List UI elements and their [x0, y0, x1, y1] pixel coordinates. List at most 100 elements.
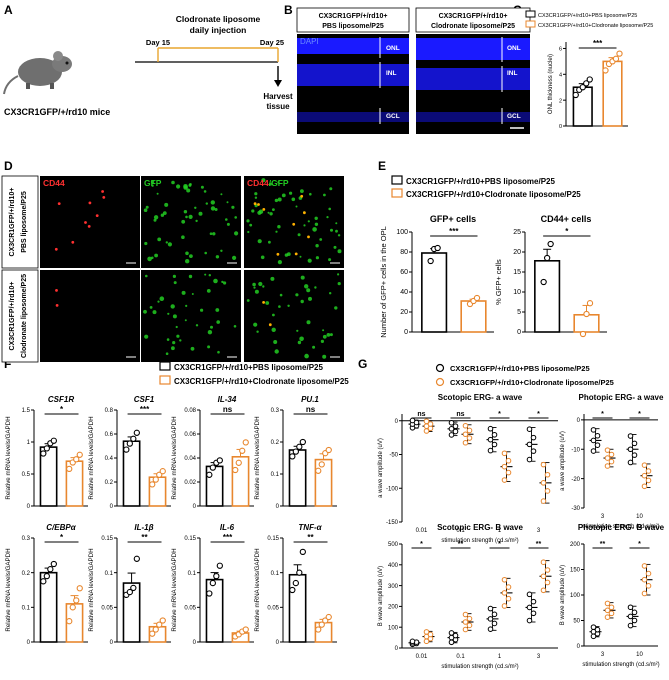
panel-letter-e: E [378, 159, 386, 173]
data-point [608, 451, 615, 458]
data-point [530, 598, 537, 605]
f-legend-clo: CX3CR1GFP/+/rd10+Clodronate liposome/P25 [174, 377, 349, 386]
y-tick-label: -10 [571, 447, 580, 453]
d-gfp-cell [246, 219, 250, 223]
d-gfp-cell [312, 227, 317, 232]
data-point [487, 425, 494, 432]
d-cd44-cell [87, 225, 91, 228]
data-point [216, 457, 223, 464]
y-tick-label: 0.1 [22, 606, 31, 612]
bar [460, 300, 487, 333]
data-point [466, 615, 473, 622]
d-gfp-cell [320, 339, 324, 343]
d-gfp-cell [328, 207, 332, 211]
d-gfp-cell [300, 299, 304, 304]
y-axis-label: a wave amplitude (uV) [560, 431, 566, 491]
x-tick-label: 0.01 [416, 654, 428, 660]
data-point [296, 569, 303, 576]
data-point [631, 609, 638, 616]
d-gfp-cell [195, 219, 198, 223]
bar [534, 259, 561, 333]
d-gfp-cell [207, 330, 213, 335]
d-gfp-cell [194, 206, 197, 209]
data-point [602, 67, 609, 74]
data-point [627, 433, 634, 439]
data-point [448, 432, 455, 438]
d-gfp-cell [166, 338, 170, 341]
data-point [608, 604, 615, 611]
d-gfp-cell [210, 325, 213, 329]
d-gfp-cell [300, 189, 304, 194]
e-legend-clo: CX3CR1GFP/+/rd10+Clodronate liposome/P25 [406, 190, 581, 199]
data-point [466, 435, 473, 441]
data-point [540, 587, 547, 594]
data-point [544, 488, 551, 494]
b-layer-gcl-2: GCL [507, 113, 521, 120]
d-gfp-cell [156, 192, 159, 195]
d-gfp-cell [217, 350, 220, 354]
d-cd44-cell [257, 203, 260, 206]
data-point [462, 439, 469, 446]
panel-letter-b: B [284, 3, 293, 17]
d-gfp-cell [185, 304, 188, 307]
sig-label: *** [449, 227, 459, 236]
data-point [645, 468, 652, 474]
d-image-tile [141, 270, 241, 362]
data-point [540, 559, 547, 566]
data-point [299, 438, 306, 446]
panel-f-legend: CX3CR1GFP/+/rd10+PBS liposome/P25 CX3CR1… [159, 361, 349, 386]
d-gfp-cell [160, 213, 165, 217]
chart-title: TNF-α [298, 523, 322, 532]
d-gfp-cell [165, 241, 168, 244]
data-point [487, 605, 494, 612]
y-tick-label: 1.5 [22, 408, 31, 414]
x-tick-label: 3 [601, 652, 605, 658]
x-tick-label: 10 [636, 514, 643, 520]
d-gfp-cell [254, 192, 258, 196]
chart-title: Scotopic ERG- a wave [438, 393, 523, 402]
b-clo-header-1: CX3CR1GFP/+/rd10+ [439, 13, 508, 20]
y-tick-label: 0.05 [267, 606, 279, 612]
panel-letter-f: F [4, 357, 11, 371]
data-point [289, 453, 296, 460]
d-gfp-cell [226, 222, 230, 226]
d-cd44-cell [57, 202, 61, 206]
sig-label: * [60, 405, 64, 414]
d-gfp-cell [150, 180, 155, 184]
data-point [73, 456, 80, 463]
d-gfp-cell [144, 241, 148, 246]
data-point [409, 417, 416, 424]
d-gfp-cell [246, 299, 250, 302]
data-point [530, 610, 537, 617]
d-cd44-cell [88, 201, 92, 205]
d-gfp-cell [315, 244, 319, 248]
data-point [66, 465, 73, 473]
data-point [133, 429, 140, 436]
y-tick-label: 500 [388, 542, 399, 548]
g-legend-clo: CX3CR1GFP/+/rd10+Clodronate liposome/P25 [450, 378, 614, 387]
d-gfp-cell [185, 215, 188, 219]
bar [573, 313, 600, 333]
d-gfp-cell [314, 222, 319, 226]
data-point [149, 481, 156, 488]
x-axis-label: stimulation strength (cd.s/m²) [441, 538, 518, 544]
y-tick-label: 0 [559, 124, 562, 130]
y-tick-label: 60 [400, 269, 408, 276]
data-point [526, 426, 533, 432]
d-gfp-cell [265, 301, 270, 305]
d-gfp-cell [279, 293, 283, 297]
y-tick-label: 0.1 [271, 472, 280, 478]
d-gfp-cell [204, 273, 207, 276]
data-point [627, 446, 634, 453]
data-point [325, 446, 332, 454]
d-gfp-cell [272, 208, 275, 212]
d-gfp-cell [312, 345, 316, 349]
data-point [491, 441, 498, 448]
sig-label: *** [223, 533, 233, 542]
d-gfp-cell [306, 288, 311, 293]
data-point [50, 437, 57, 444]
y-tick-label: -50 [389, 453, 398, 459]
data-point [206, 590, 213, 597]
data-point [526, 617, 533, 624]
